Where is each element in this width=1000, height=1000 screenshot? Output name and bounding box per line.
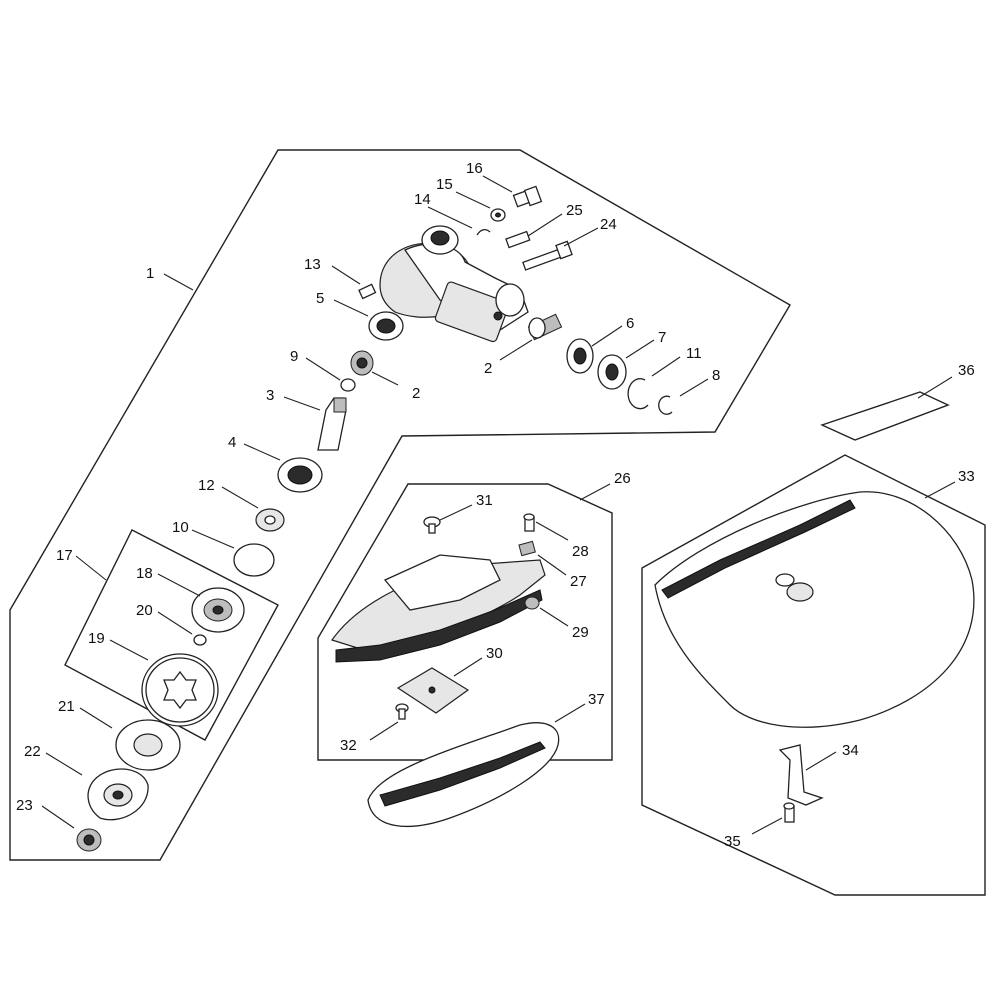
gearcase-assembly-frame (9, 149, 791, 861)
callout-21: 21 (58, 698, 75, 715)
callout-18: 18 (136, 565, 153, 582)
callout-5: 5 (316, 290, 324, 307)
callout-36: 36 (958, 362, 975, 379)
callout-35: 35 (724, 833, 741, 850)
callout-20: 20 (136, 602, 153, 619)
bearing-5 (368, 311, 404, 341)
callout-37: 37 (588, 691, 605, 708)
circlip-8 (658, 395, 673, 415)
callout-1: 1 (146, 265, 154, 282)
guard-37 (367, 722, 560, 827)
callout-2-lower: 2 (412, 385, 420, 402)
callout-25: 25 (566, 202, 583, 219)
callout-34: 34 (842, 742, 859, 759)
callout-22: 22 (24, 743, 41, 760)
washer-19 (141, 653, 219, 727)
callout-26: 26 (614, 470, 631, 487)
nut-23 (76, 828, 102, 852)
callout-7: 7 (658, 329, 666, 346)
callout-15: 15 (436, 176, 453, 193)
callout-14: 14 (414, 191, 431, 208)
bolt-32 (395, 703, 409, 720)
shaft-3 (317, 397, 347, 451)
callout-4: 4 (228, 434, 236, 451)
guard-33 (654, 491, 975, 728)
bolt-24 (522, 240, 573, 271)
callout-33: 33 (958, 468, 975, 485)
gearcase-body (379, 225, 529, 343)
pin-14 (476, 228, 491, 236)
label-sheet-36 (820, 391, 950, 441)
bolt-13 (358, 283, 377, 300)
o-ring-20 (193, 634, 207, 646)
callout-29: 29 (572, 624, 589, 641)
shield-assembly-frame (317, 483, 613, 761)
callout-28: 28 (572, 543, 589, 560)
callout-9: 9 (290, 348, 298, 365)
circlip-11 (627, 378, 649, 410)
callout-30: 30 (486, 645, 503, 662)
guard-assembly-frame (641, 454, 986, 896)
callout-19: 19 (88, 630, 105, 647)
washer-12 (255, 508, 285, 532)
plate-30 (396, 667, 470, 714)
nut-29 (524, 596, 540, 610)
callout-10: 10 (172, 519, 189, 536)
bolt-16 (512, 185, 543, 208)
holder-21 (115, 719, 181, 771)
callout-11: 11 (686, 345, 702, 362)
nut-27 (518, 540, 536, 557)
leader-lines (41, 175, 956, 835)
bolt-31 (423, 516, 441, 534)
callout-labels: 1 13 5 9 2 3 4 12 10 17 18 20 19 21 22 2… (16, 160, 975, 850)
callout-6: 6 (626, 315, 634, 332)
callout-23: 23 (16, 797, 33, 814)
bolt-25 (505, 230, 531, 249)
gear-2-upper (527, 313, 563, 341)
cover-22 (87, 768, 149, 821)
circlip-10 (233, 543, 275, 577)
callout-31: 31 (476, 492, 493, 509)
shield-26 (331, 554, 546, 663)
callout-13: 13 (304, 256, 321, 273)
circlip-9 (340, 378, 356, 392)
bracket-34 (778, 744, 824, 806)
bearing-6 (566, 338, 594, 374)
callout-17: 17 (56, 547, 73, 564)
callout-27: 27 (570, 573, 587, 590)
callout-8: 8 (712, 367, 720, 384)
bearing-4 (277, 457, 323, 493)
callout-16: 16 (466, 160, 483, 177)
spring-case-18 (191, 587, 245, 633)
bolt-28 (523, 513, 535, 532)
spring-washer-kit-frame (64, 529, 279, 741)
washer-15 (490, 208, 506, 222)
bolt-35 (783, 802, 795, 823)
bearing-7 (597, 354, 627, 390)
callout-12: 12 (198, 477, 215, 494)
callout-32: 32 (340, 737, 357, 754)
callout-3: 3 (266, 387, 274, 404)
callout-24: 24 (600, 216, 617, 233)
callout-2-upper: 2 (484, 360, 492, 377)
gear-2-lower (350, 350, 374, 376)
